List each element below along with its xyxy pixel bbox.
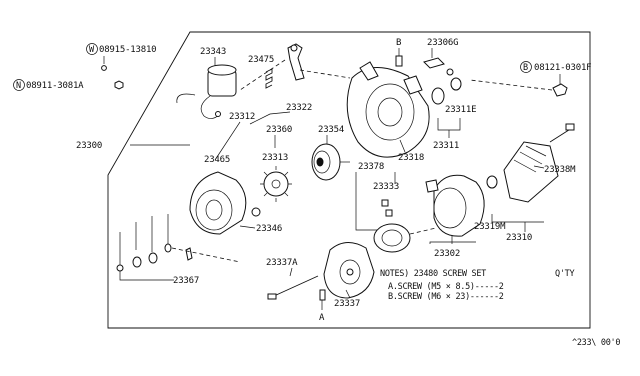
- notes-qty-header: Q'TY: [555, 269, 574, 279]
- part-23306g: 23306G: [423, 38, 459, 76]
- planet-gear-icon: [263, 171, 289, 197]
- long-bolt-icon: [273, 275, 319, 297]
- rear-cover-23337: A 23337: [319, 242, 375, 323]
- notes-title: NOTES) 23480 SCREW SET: [380, 269, 486, 279]
- label-23337: 23337: [334, 299, 360, 309]
- parts-23311: 23311E 23311: [431, 77, 477, 151]
- nut-callout-n: N 08911-3081A: [13, 79, 124, 91]
- yoke-body: [433, 174, 485, 237]
- gear-23313: 23313: [260, 153, 292, 202]
- label-23300: 23300: [76, 141, 102, 151]
- nut-icon: [114, 80, 124, 90]
- label-23312: 23312: [229, 112, 255, 122]
- label-callout-b-top: B: [396, 38, 401, 48]
- brush-plate-icon: [373, 223, 411, 253]
- label-23475: 23475: [248, 55, 274, 65]
- label-23343: 23343: [200, 47, 226, 57]
- shift-lever-body: [287, 43, 305, 81]
- label-23346: 23346: [256, 224, 282, 234]
- b-letter: B: [523, 63, 528, 73]
- notes-screw-b: B.SCREW (M6 × 23)------2: [388, 292, 504, 302]
- shift-lever: [239, 43, 351, 91]
- n-letter: N: [16, 81, 21, 91]
- small-parts-23367: 23367: [116, 214, 241, 286]
- label-08915-13810: 08915-13810: [99, 45, 156, 55]
- label-23319m: 23319M: [474, 222, 506, 232]
- label-23354: 23354: [318, 125, 344, 135]
- armature-core: [503, 141, 559, 203]
- bushing-icon: [431, 87, 445, 105]
- label-23337a: 23337A: [266, 258, 298, 268]
- spring-icon: [265, 68, 273, 89]
- front-housing-23465: 23465: [189, 155, 261, 235]
- washer-callout-w: W 08915-13810: [86, 43, 157, 71]
- solenoid-23343: 23343: [176, 47, 237, 119]
- label-23318: 23318: [398, 153, 424, 163]
- label-23367: 23367: [173, 276, 199, 286]
- bracket-icon: [423, 57, 445, 69]
- label-23311: 23311: [433, 141, 459, 151]
- through-bolt-23337a: 23337A: [266, 258, 319, 300]
- callout-b-top: B: [395, 38, 403, 67]
- bolt-icon: [552, 83, 568, 97]
- pinion-clutch-icon: [311, 143, 341, 181]
- label-23306g: 23306G: [427, 38, 458, 48]
- gear-housing: [189, 171, 247, 235]
- armature-bearing-icon: [486, 175, 498, 189]
- label-23302: 23302: [434, 249, 460, 259]
- label-23360: 23360: [266, 125, 292, 135]
- brush-parts-23378: 23378 23333: [355, 162, 437, 253]
- bolt-callout-b: B 08121-0301F: [469, 61, 592, 97]
- label-23465: 23465: [204, 155, 230, 165]
- assembly-boundary: [107, 31, 591, 329]
- label-callout-a: A: [319, 313, 325, 323]
- label-23333: 23333: [373, 182, 399, 192]
- b-circle-icon: [520, 61, 532, 73]
- notes-screw-a: A.SCREW (M5 × 8.5)-----2: [388, 282, 504, 292]
- label-23310: 23310: [506, 233, 532, 243]
- notes-block: NOTES) 23480 SCREW SET Q'TY A.SCREW (M5 …: [380, 269, 575, 302]
- label-23313: 23313: [262, 153, 288, 163]
- armature-23310: 23338M 23319M 23310: [474, 123, 576, 243]
- screw-b-icon: [395, 55, 403, 67]
- spring-23475: 23475: [248, 55, 274, 89]
- label-23378: 23378: [358, 162, 384, 172]
- w-circle-icon: [86, 43, 98, 55]
- housing-23318: 23318: [346, 61, 430, 163]
- label-23311e: 23311E: [445, 105, 476, 115]
- label-23338m: 23338M: [544, 165, 576, 175]
- label-08121-0301f: 08121-0301F: [534, 63, 591, 73]
- diagram-code: ^233\ 00'0: [572, 338, 620, 348]
- pinion-23354: [311, 143, 350, 181]
- label-08911-3081a: 08911-3081A: [26, 81, 84, 91]
- yoke-23302: 23302: [425, 174, 485, 259]
- label-23322: 23322: [286, 103, 312, 113]
- solenoid-lead-wire: [200, 95, 221, 119]
- n-circle-icon: [13, 79, 25, 91]
- w-letter: W: [89, 45, 95, 55]
- washer-icon: [101, 65, 107, 71]
